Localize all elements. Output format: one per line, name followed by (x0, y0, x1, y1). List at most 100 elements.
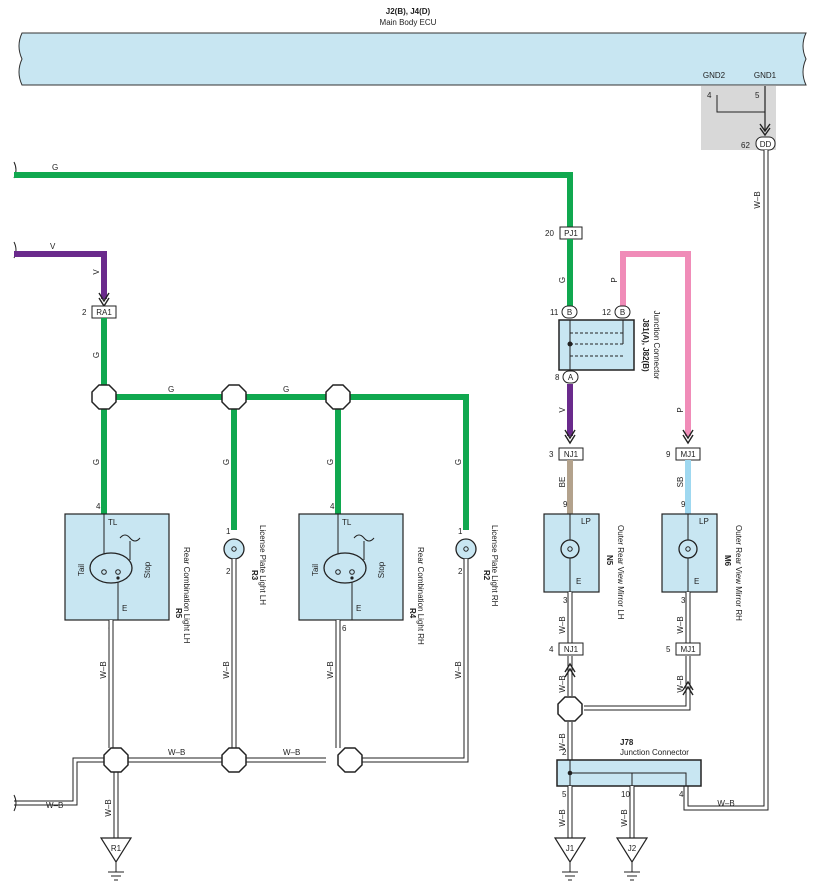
r4-tail: Tail (311, 564, 320, 576)
r5-stop: Stop (143, 561, 152, 578)
r4-name: Rear Combination Light RH (416, 547, 425, 645)
nj1-bot-arrow (564, 662, 576, 678)
r2-pin-bot: 2 (458, 567, 463, 576)
r2-ref: R2 (482, 570, 491, 581)
g-wire-main (14, 172, 573, 227)
m6-pin-top: 9 (681, 500, 686, 509)
g-r3-label: G (222, 459, 231, 465)
ecu-wb-label: W–B (753, 191, 762, 208)
j81-pin-12-tag (614, 305, 631, 319)
wb-wire-break (13, 794, 17, 812)
g-bus-label-2: G (283, 385, 289, 394)
splice-g-3 (325, 384, 351, 410)
j78-pin-10: 10 (621, 790, 630, 799)
nj1-top-pin: 3 (549, 450, 554, 459)
sb-label: SB (676, 477, 685, 488)
n5-e: E (576, 577, 581, 586)
g-r5-label: G (92, 459, 101, 465)
n5-outer-mirror-lh (543, 513, 600, 593)
r5-name: Rear Combination Light LH (182, 547, 191, 644)
mj1-wb-label: W–B (676, 675, 685, 692)
m6-pin-bot: 3 (681, 596, 686, 605)
nj1-bot-pin: 4 (549, 645, 554, 654)
nj1-wb-label: W–B (558, 675, 567, 692)
r4-ref: R4 (408, 608, 417, 619)
g-j81-label: G (558, 277, 567, 283)
g-r2-label: G (454, 459, 463, 465)
wb-r2-label: W–B (454, 661, 463, 678)
ra1-pin: 2 (82, 308, 87, 317)
wb-r3-label: W–B (222, 661, 231, 678)
j81-pin-12: 12 (602, 308, 611, 317)
mj1-bot-pin: 5 (666, 645, 671, 654)
m6-ref: M6 (723, 555, 732, 567)
v-ra1-label: V (92, 269, 101, 275)
j78-node (567, 770, 573, 776)
j78-wb-label: W–B (717, 799, 734, 808)
wb-r5-label: W–B (99, 661, 108, 678)
r4-rear-combination-light-rh (298, 513, 404, 621)
v-label-j81: V (558, 407, 567, 413)
ra1-label: RA1 (96, 308, 112, 317)
nj1-bot-label: NJ1 (564, 645, 579, 654)
n5-name: Outer Rear View Mirror LH (616, 525, 625, 620)
splice-wb-2 (221, 747, 247, 773)
j1-wb-label: W–B (558, 809, 567, 826)
mj1-bot-label: MJ1 (680, 645, 696, 654)
m6-name: Outer Rear View Mirror RH (734, 525, 743, 621)
g-r4-label: G (326, 459, 335, 465)
r3-pin-top: 1 (226, 527, 231, 536)
j78-ground-wires (567, 786, 635, 838)
r4-pin-top: 4 (330, 502, 335, 511)
ground-j1-label: J1 (566, 844, 575, 853)
ecu-ref: J2(B), J4(D) (386, 7, 431, 16)
wb-bus-label-2: W–B (283, 748, 300, 757)
left-ground-wires (14, 559, 469, 838)
wb-r4-label: W–B (326, 661, 335, 678)
r2-name: License Plate Light RH (490, 525, 499, 607)
g-distribution-wires (101, 318, 469, 530)
m6-e: E (694, 577, 699, 586)
j78-pin-2: 2 (562, 748, 567, 757)
ecu-ground-wire (683, 150, 769, 811)
r5-ref: R5 (174, 608, 183, 619)
r4-pin-bot: 6 (342, 624, 347, 633)
ecu-gnd2-label: GND2 (703, 71, 726, 80)
j78-internal-bus (569, 760, 687, 786)
j81-tag-b-11: B (567, 308, 572, 317)
r4-stop: Stop (377, 561, 386, 578)
splice-g-1 (91, 384, 117, 410)
r5-rear-combination-light-lh (64, 513, 170, 621)
nj1-top-label: NJ1 (564, 450, 579, 459)
n5-pin-top: 9 (563, 500, 568, 509)
dd-pin-62: 62 (741, 141, 750, 150)
mj1-top-label: MJ1 (680, 450, 696, 459)
ecu-name: Main Body ECU (380, 18, 437, 27)
v-wire-left (14, 251, 107, 299)
r5-e: E (122, 604, 127, 613)
n5-lp: LP (581, 517, 591, 526)
r4-tl: TL (342, 518, 352, 527)
pj1-label: PJ1 (564, 229, 578, 238)
mj1-bot-arrow (682, 680, 694, 696)
g-bus-label-1: G (168, 385, 174, 394)
r4-e: E (356, 604, 361, 613)
v-wire-arrow-nj1 (564, 429, 576, 445)
p-label-bottom: P (676, 407, 685, 412)
mj1-bot-connector (675, 642, 701, 656)
wb-r1-label: W–B (104, 799, 113, 816)
j78-pin-4: 4 (679, 790, 684, 799)
j81-pin-11-tag (561, 305, 578, 319)
p-wire-arrow (682, 429, 694, 445)
r5-pin-top: 4 (96, 502, 101, 511)
splice-wb-1 (103, 747, 129, 773)
splice-wb-3 (337, 747, 363, 773)
r2-license-plate-light-rh (455, 538, 477, 560)
nj1-bot-connector (558, 642, 584, 656)
n5-wb-label: W–B (558, 616, 567, 633)
mirror-ground-wires (567, 592, 691, 760)
r3-ref: R3 (250, 570, 259, 581)
ecu-pin-4: 4 (707, 91, 712, 100)
j81-junction-connector (558, 319, 635, 371)
